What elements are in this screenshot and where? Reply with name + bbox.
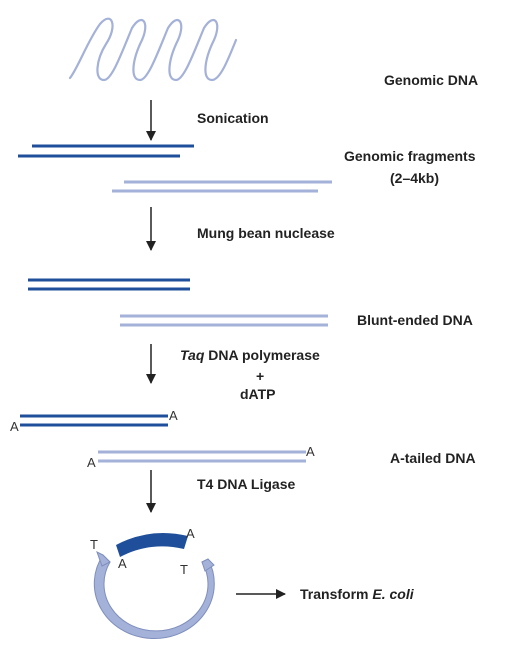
label-taq-polymerase: Taq DNA polymerase bbox=[180, 347, 320, 363]
t-overhang-right: T bbox=[180, 562, 188, 577]
vector-flap-left bbox=[96, 550, 111, 567]
label-sonication: Sonication bbox=[197, 110, 269, 126]
genomic-dna-coil bbox=[68, 17, 238, 82]
label-blunt-ended-dna: Blunt-ended DNA bbox=[357, 312, 473, 328]
label-genomic-dna: Genomic DNA bbox=[384, 72, 479, 88]
vector-plasmid-ring bbox=[93, 554, 215, 640]
a-overhang-light-right: A bbox=[306, 444, 315, 459]
label-transform-prefix: Transform bbox=[300, 586, 373, 602]
vector-flap-right bbox=[201, 558, 215, 572]
label-genomic-fragments: Genomic fragments bbox=[344, 148, 476, 164]
label-fragment-size: (2–4kb) bbox=[390, 170, 440, 186]
label-mung-bean-nuclease: Mung bean nuclease bbox=[197, 225, 335, 241]
a-overhang-light-left: A bbox=[87, 455, 96, 470]
label-t4-ligase: T4 DNA Ligase bbox=[197, 476, 296, 492]
blunt-dark bbox=[28, 278, 190, 291]
label-transform: Transform E. coli bbox=[300, 586, 414, 602]
fragment-dark bbox=[18, 144, 194, 158]
label-datp: dATP bbox=[240, 386, 276, 402]
a-overhang-dark-right: A bbox=[169, 408, 178, 423]
insert-fragment-arc bbox=[116, 533, 188, 557]
a-overhang-insert-left: A bbox=[118, 556, 127, 571]
blunt-light bbox=[120, 314, 328, 327]
label-plus: + bbox=[256, 368, 265, 384]
a-overhang-insert-right: A bbox=[186, 526, 195, 541]
t-overhang-left: T bbox=[90, 537, 98, 552]
fragment-light bbox=[112, 180, 332, 193]
a-tailed-dark bbox=[20, 414, 168, 427]
label-taq-rest: DNA polymerase bbox=[204, 347, 320, 363]
a-tailed-light bbox=[98, 450, 306, 463]
a-overhang-dark-left: A bbox=[10, 419, 19, 434]
label-a-tailed-dna: A-tailed DNA bbox=[390, 450, 476, 466]
label-transform-ecoli: E. coli bbox=[372, 586, 414, 602]
label-taq-italic: Taq bbox=[180, 347, 205, 363]
